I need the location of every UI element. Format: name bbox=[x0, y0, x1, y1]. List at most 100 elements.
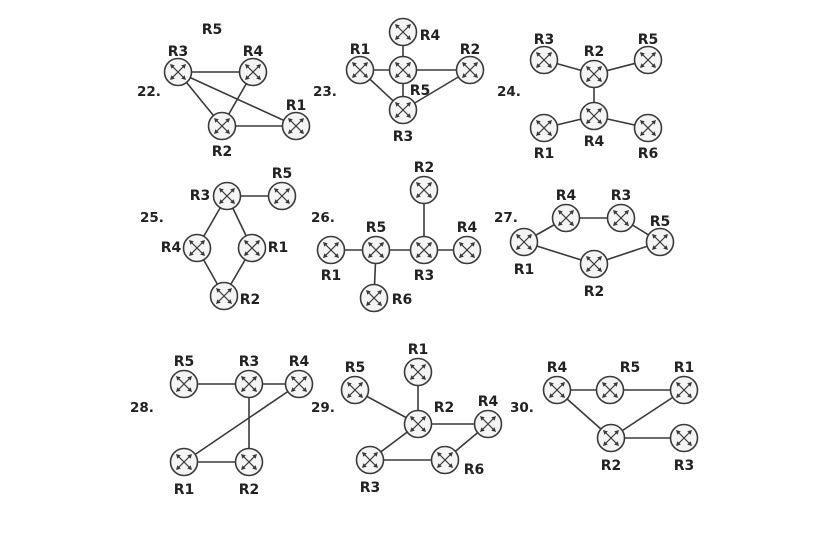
router-label-r2: R2 bbox=[434, 400, 455, 416]
link-r2-r1 bbox=[610, 389, 685, 439]
router-icon-r5 bbox=[169, 369, 199, 399]
router-icon-r4 bbox=[452, 235, 482, 265]
router-label-r4: R4 bbox=[478, 394, 499, 410]
router-label-r4: R4 bbox=[584, 134, 605, 150]
router-label-r3: R3 bbox=[414, 268, 435, 284]
router-icon-r2 bbox=[579, 249, 609, 279]
router-label-r3: R3 bbox=[360, 480, 381, 496]
router-label-r4: R4 bbox=[289, 354, 310, 370]
router-label-r5: R5 bbox=[638, 32, 659, 48]
router-label-r3: R3 bbox=[239, 354, 260, 370]
diagram-number: 26. bbox=[311, 210, 335, 226]
router-icon-r2 bbox=[403, 409, 433, 439]
router-icon-r3 bbox=[409, 235, 439, 265]
diagram-number: 30. bbox=[510, 400, 534, 416]
router-icon-r3 bbox=[606, 203, 636, 233]
router-icon-r1 bbox=[403, 357, 433, 387]
router-icon-r2 bbox=[207, 111, 237, 141]
router-label-r5: R5 bbox=[650, 214, 671, 230]
router-label-r6: R6 bbox=[464, 462, 485, 478]
router-icon-r3 bbox=[529, 45, 559, 75]
router-label-r1: R1 bbox=[286, 98, 307, 114]
router-icon-r3 bbox=[669, 423, 699, 453]
router-label-r3: R3 bbox=[534, 32, 555, 48]
router-label-r5: R5 bbox=[366, 220, 387, 236]
router-icon-r2 bbox=[409, 175, 439, 205]
router-label-r3: R3 bbox=[611, 188, 632, 204]
router-label-r2: R2 bbox=[601, 458, 622, 474]
router-icon-r4 bbox=[542, 375, 572, 405]
router-icon-r1 bbox=[316, 235, 346, 265]
router-icon-r1 bbox=[669, 375, 699, 405]
router-label-r5: R5 bbox=[410, 83, 431, 99]
router-label-r4: R4 bbox=[547, 360, 568, 376]
router-label-r1: R1 bbox=[350, 42, 371, 58]
router-label-r2: R2 bbox=[584, 284, 605, 300]
diagram-number: 22. bbox=[137, 84, 161, 100]
router-icon-r3 bbox=[355, 445, 385, 475]
router-icon-r1 bbox=[345, 55, 375, 85]
router-icon-r1 bbox=[237, 233, 267, 263]
router-icon-r5 bbox=[388, 55, 418, 85]
router-icon-r2 bbox=[209, 281, 239, 311]
router-icon-r5 bbox=[645, 227, 675, 257]
router-icon-r3 bbox=[388, 95, 418, 125]
link-r4-r1 bbox=[183, 383, 300, 463]
router-icon-r3 bbox=[234, 369, 264, 399]
router-label-r2: R2 bbox=[414, 160, 435, 176]
router-label-r6: R6 bbox=[638, 146, 659, 162]
router-icon-r4 bbox=[388, 17, 418, 47]
router-icon-r2 bbox=[579, 59, 609, 89]
router-icon-r5 bbox=[595, 375, 625, 405]
router-icon-r2 bbox=[234, 447, 264, 477]
router-label-r4: R4 bbox=[420, 28, 441, 44]
router-label-r6: R6 bbox=[392, 292, 413, 308]
router-label-r4: R4 bbox=[243, 44, 264, 60]
router-icon-r6 bbox=[633, 113, 663, 143]
router-label-r1: R1 bbox=[408, 342, 429, 358]
router-label-r2: R2 bbox=[584, 44, 605, 60]
router-icon-r4 bbox=[238, 57, 268, 87]
router-label-r5: R5 bbox=[345, 360, 366, 376]
router-label-r4: R4 bbox=[457, 220, 478, 236]
router-icon-r5 bbox=[361, 235, 391, 265]
router-icon-r1 bbox=[281, 111, 311, 141]
router-label-r1: R1 bbox=[174, 482, 195, 498]
router-label-r5: R5 bbox=[174, 354, 195, 370]
router-label-r1: R1 bbox=[268, 240, 289, 256]
router-icon-r3 bbox=[212, 181, 242, 211]
router-label-r4: R4 bbox=[161, 240, 182, 256]
router-label-r5: R5 bbox=[272, 166, 293, 182]
router-icon-r1 bbox=[509, 227, 539, 257]
diagram-number: 29. bbox=[311, 400, 335, 416]
router-label-r2: R2 bbox=[460, 42, 481, 58]
diagram-number: 24. bbox=[497, 84, 521, 100]
router-label-r1: R1 bbox=[514, 262, 535, 278]
router-label-r1: R1 bbox=[321, 268, 342, 284]
router-icon-r5 bbox=[267, 181, 297, 211]
router-label-r4: R4 bbox=[556, 188, 577, 204]
diagram-number: 25. bbox=[140, 210, 164, 226]
diagram-number: 28. bbox=[130, 400, 154, 416]
router-label-r3: R3 bbox=[168, 44, 189, 60]
router-icon-r6 bbox=[359, 283, 389, 313]
router-icon-r4 bbox=[551, 203, 581, 233]
router-label-r5: R5 bbox=[620, 360, 641, 376]
router-icon-r4 bbox=[473, 409, 503, 439]
router-icon-r6 bbox=[430, 445, 460, 475]
router-icon-r4 bbox=[579, 101, 609, 131]
router-label-r2: R2 bbox=[240, 292, 261, 308]
router-label-r3: R3 bbox=[393, 129, 414, 145]
router-icon-r1 bbox=[169, 447, 199, 477]
router-icon-r4 bbox=[284, 369, 314, 399]
router-icon-r2 bbox=[455, 55, 485, 85]
router-icon-r5 bbox=[340, 375, 370, 405]
diagram-number: 27. bbox=[494, 210, 518, 226]
